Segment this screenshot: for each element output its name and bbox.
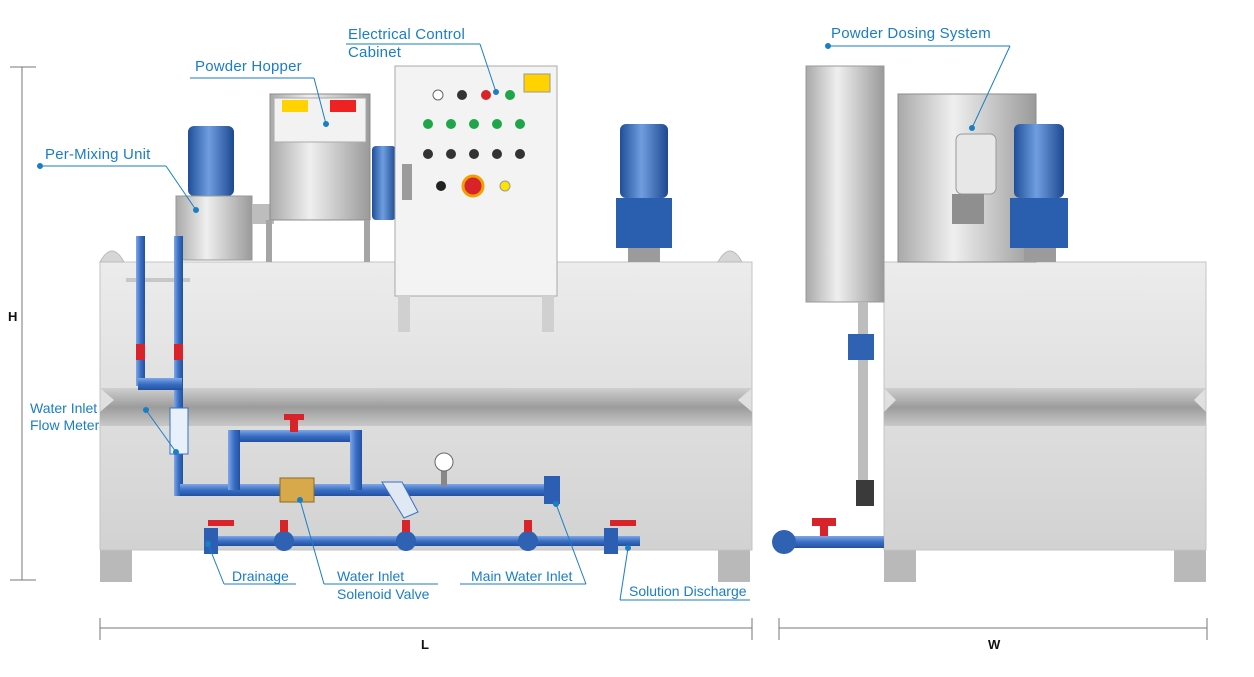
label-water-inlet-solenoid-valve-line1: Water Inlet: [337, 568, 405, 584]
side-view: [772, 65, 1207, 582]
dimension-h-label: H: [8, 309, 18, 324]
label-powder-hopper: Powder Hopper: [195, 58, 302, 75]
label-water-inlet-flow-meter-line2: Flow Meter: [30, 417, 100, 433]
label-water-inlet-solenoid-valve-line2: Solenoid Valve: [337, 586, 430, 602]
front-view: [99, 65, 753, 582]
height-dimension-line: [10, 66, 36, 581]
cabinet-indicator-lights: [423, 89, 525, 198]
label-powder-dosing-system: Powder Dosing System: [831, 25, 991, 42]
label-drainage: Drainage: [232, 568, 289, 584]
label-main-water-inlet: Main Water Inlet: [471, 568, 573, 584]
length-dimension-line: [99, 618, 753, 640]
solenoid-valve: [279, 477, 315, 503]
width-dimension-line: [778, 618, 1208, 640]
label-per-mixing-unit: Per-Mixing Unit: [45, 146, 151, 163]
dimension-l-label: L: [421, 637, 429, 652]
dimension-w-label: W: [988, 637, 1001, 652]
label-water-inlet-flow-meter-line1: Water Inlet: [30, 400, 98, 416]
label-electrical-control-cabinet-line2: Cabinet: [348, 44, 402, 61]
drain-valves: [208, 520, 636, 551]
label-solution-discharge: Solution Discharge: [629, 583, 747, 599]
label-electrical-control-cabinet-line1: Electrical Control: [348, 26, 465, 43]
callout-leaders: [37, 43, 1011, 601]
tank-band: [100, 388, 752, 426]
